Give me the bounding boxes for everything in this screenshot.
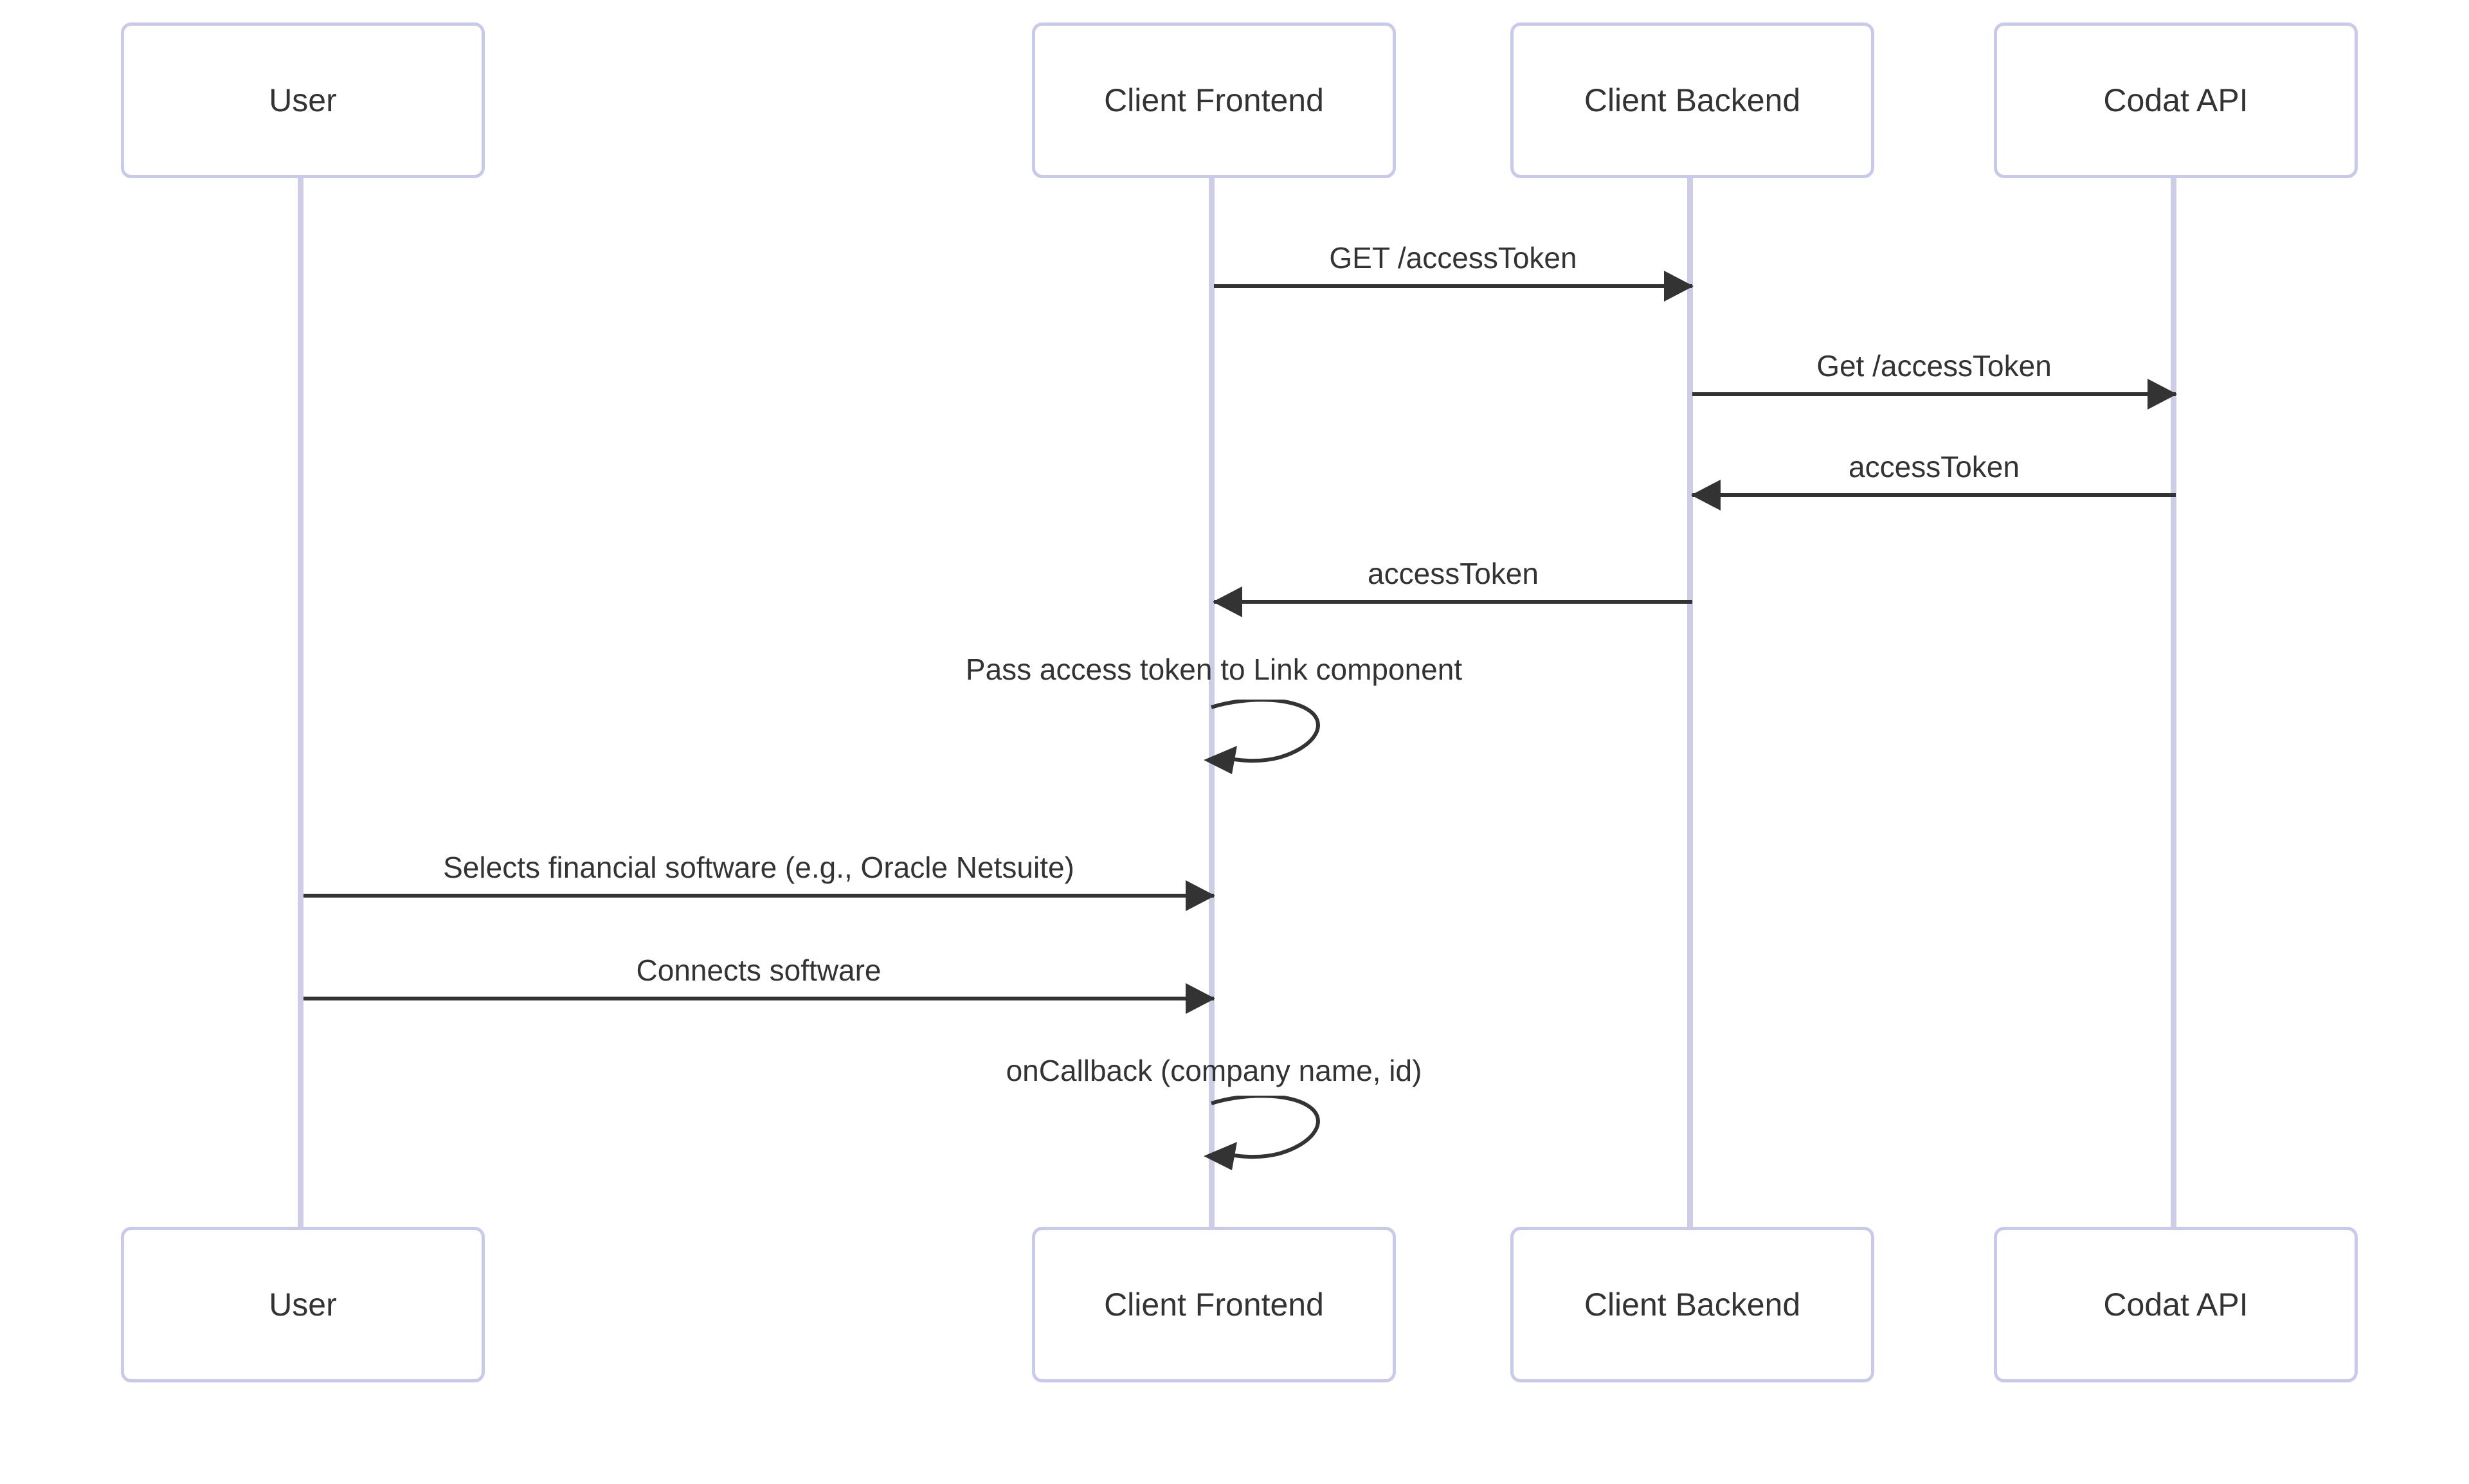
message-label: accessToken xyxy=(1368,557,1539,590)
actor-label: Client Frontend xyxy=(1104,1287,1324,1323)
arrow-right-icon xyxy=(1664,271,1694,302)
actor-top-codat-api: Codat API xyxy=(1994,23,2358,178)
actor-bottom-client-backend: Client Backend xyxy=(1510,1227,1874,1382)
message-oncallback-label: onCallback (company name, id) xyxy=(1006,1054,1422,1087)
message-selects-financial-software: Selects financial software (e.g., Oracle… xyxy=(303,850,1215,911)
actor-label: Client Backend xyxy=(1584,1287,1801,1323)
message-line xyxy=(1213,586,1692,617)
arrow-left-icon xyxy=(1691,480,1721,511)
arrow-right-icon xyxy=(2148,379,2177,410)
lifeline-client-backend xyxy=(1687,96,1693,1305)
arrow-right-icon xyxy=(1186,983,1215,1014)
message-label: Selects financial software (e.g., Oracle… xyxy=(443,851,1074,884)
message-pass-access-token-label: Pass access token to Link component xyxy=(965,653,1463,686)
message-line xyxy=(1214,271,1694,302)
actor-bottom-codat-api: Codat API xyxy=(1994,1227,2358,1382)
message-get-accesstoken-backend-to-codat: Get /accessToken xyxy=(1692,348,2177,410)
lifeline-codat-api xyxy=(2171,96,2176,1305)
message-label: Get /accessToken xyxy=(1816,349,2052,383)
message-accesstoken-backend-to-frontend: accessToken xyxy=(1213,556,1692,617)
arrow-right-icon xyxy=(1186,880,1215,911)
actor-label: Codat API xyxy=(2103,1287,2248,1323)
message-label: GET /accessToken xyxy=(1329,241,1577,275)
self-loop-arrow-icon xyxy=(1204,700,1320,774)
actor-label: Client Frontend xyxy=(1104,82,1324,118)
message-connects-software: Connects software xyxy=(303,953,1215,1014)
actor-bottom-user: User xyxy=(121,1227,485,1382)
actor-top-user: User xyxy=(121,23,485,178)
message-accesstoken-codat-to-backend: accessToken xyxy=(1691,449,2176,511)
lifeline-client-frontend xyxy=(1209,96,1215,1305)
actor-label: User xyxy=(269,1287,337,1323)
message-get-accesstoken-frontend-to-backend: GET /accessToken xyxy=(1214,240,1694,302)
message-line xyxy=(1692,379,2177,410)
lifeline-user xyxy=(298,96,303,1305)
message-label: accessToken xyxy=(1849,450,2020,484)
actor-top-client-frontend: Client Frontend xyxy=(1032,23,1396,178)
arrow-left-icon xyxy=(1213,586,1242,617)
message-line xyxy=(303,983,1215,1014)
self-loop-arrow-icon xyxy=(1204,1096,1320,1170)
actor-bottom-client-frontend: Client Frontend xyxy=(1032,1227,1396,1382)
actor-top-client-backend: Client Backend xyxy=(1510,23,1874,178)
actor-label: Codat API xyxy=(2103,82,2248,118)
message-line xyxy=(303,880,1215,911)
message-line xyxy=(1691,480,2176,511)
actor-label: User xyxy=(269,82,337,118)
actor-label: Client Backend xyxy=(1584,82,1801,118)
message-label: Connects software xyxy=(636,954,882,987)
